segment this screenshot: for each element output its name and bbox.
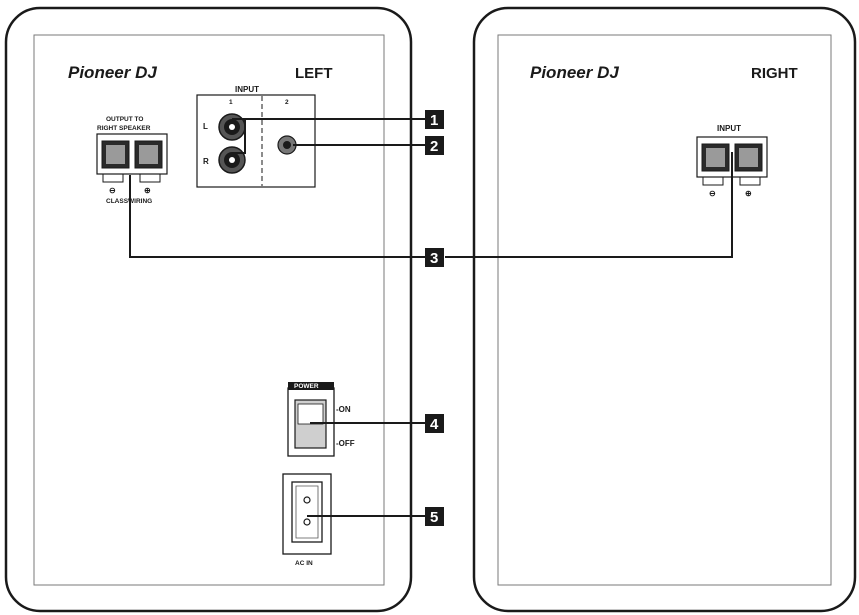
power-switch[interactable]: [287, 382, 335, 457]
output-sub-left: CLASS: [106, 198, 129, 205]
output-label-line1: OUTPUT TO: [106, 116, 143, 123]
input-2-label: 2: [285, 99, 289, 106]
callout-4: 4: [425, 414, 444, 433]
output-plus-symbol: ⊕: [144, 186, 151, 195]
left-input-label: INPUT: [235, 85, 259, 94]
callout-1-number: 1: [430, 112, 438, 129]
channel-l-label: L: [203, 122, 208, 131]
output-minus-symbol: ⊖: [109, 186, 116, 195]
callout-5: 5: [425, 507, 444, 526]
channel-r-label: R: [203, 157, 209, 166]
right-side-label: RIGHT: [751, 65, 798, 82]
callout-line-3: [129, 175, 425, 258]
ac-in-label: AC IN: [295, 560, 313, 567]
callout-2-number: 2: [430, 138, 438, 155]
callout-lines: [129, 118, 733, 517]
rca-jack-r[interactable]: [218, 146, 246, 174]
output-sub-right: WIRING: [128, 198, 152, 205]
right-input-label: INPUT: [717, 124, 741, 133]
right-speaker: Pioneer DJ RIGHT INPUT ⊖ ⊕: [472, 6, 857, 613]
input-jack-panel: 1 2 L R: [196, 94, 316, 188]
callout-5-number: 5: [430, 509, 438, 526]
output-speaker-terminal[interactable]: [96, 133, 168, 183]
power-label: POWER: [294, 383, 319, 390]
callout-1: 1: [425, 110, 444, 129]
right-minus-symbol: ⊖: [709, 189, 716, 198]
output-label-line2: RIGHT SPEAKER: [97, 125, 151, 132]
callout-4-number: 4: [430, 416, 439, 433]
callout-2: 2: [425, 136, 444, 155]
left-side-label: LEFT: [295, 65, 333, 82]
callout-line-1-r: [232, 119, 246, 154]
callout-3: 3: [425, 248, 444, 267]
mini-jack-input-2[interactable]: [277, 135, 297, 155]
right-plus-symbol: ⊕: [745, 189, 752, 198]
right-brand-logo: Pioneer DJ: [530, 63, 619, 82]
input-1-label: 1: [229, 99, 233, 106]
power-on-label: -ON: [336, 405, 351, 414]
ac-inlet[interactable]: [282, 473, 332, 555]
left-speaker: Pioneer DJ LEFT INPUT 1 2 L R: [4, 6, 413, 613]
callout-3-number: 3: [430, 250, 438, 267]
power-off-label: -OFF: [336, 439, 355, 448]
rca-jack-l[interactable]: [218, 113, 246, 141]
callout-line-3-r: [445, 152, 733, 258]
left-brand-logo: Pioneer DJ: [68, 63, 157, 82]
